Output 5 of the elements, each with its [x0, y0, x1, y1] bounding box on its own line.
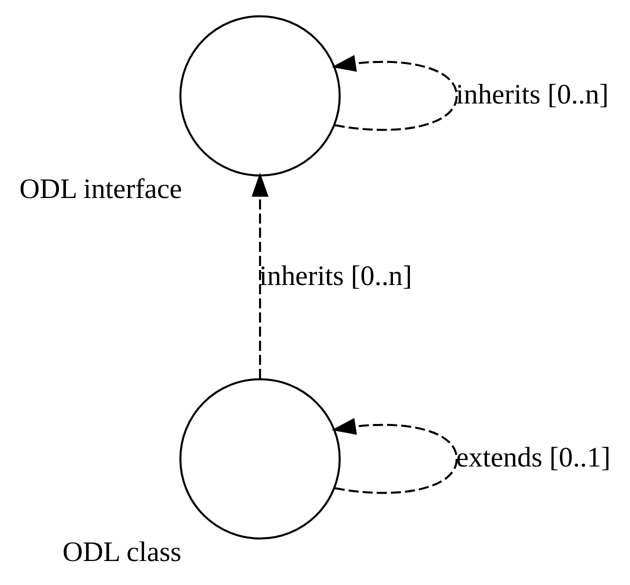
edge-label: inherits [0..n]	[455, 79, 608, 110]
edge-label: inherits [0..n]	[258, 260, 412, 292]
node-label: ODL class	[62, 537, 181, 568]
node-label: ODL interface	[18, 174, 182, 206]
edge-label: extends [0..1]	[456, 442, 610, 474]
